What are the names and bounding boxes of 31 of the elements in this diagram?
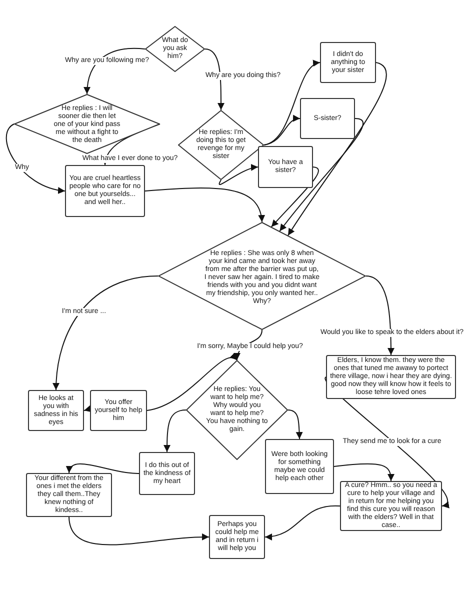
decision-diamond: [14, 94, 160, 154]
arrow: [84, 406, 92, 412]
process-box: [90, 390, 147, 431]
arrow: [288, 62, 387, 236]
process-box: [65, 165, 145, 217]
process-box: [265, 439, 334, 494]
arrow: [366, 276, 394, 356]
arrow: [68, 516, 210, 546]
process-box: [300, 98, 355, 139]
arrow: [264, 116, 300, 146]
process-box: [258, 146, 313, 188]
process-box: [320, 42, 376, 83]
arrow: [218, 164, 258, 185]
arrow: [6, 124, 66, 194]
process-box: [26, 473, 112, 517]
arrow: [288, 410, 303, 440]
arrow: [264, 505, 340, 540]
decision-diamond: [178, 110, 264, 180]
process-box: [209, 515, 265, 559]
arrow: [204, 48, 224, 110]
arrow: [67, 463, 140, 474]
arrow: [334, 463, 394, 482]
arrow: [144, 188, 264, 222]
arrow: [270, 166, 319, 228]
process-box: [139, 452, 195, 495]
arrow: [52, 276, 158, 390]
arrow: [84, 48, 146, 94]
decision-diamond: [158, 222, 366, 330]
arrow: [146, 354, 238, 411]
arrow: [279, 118, 364, 232]
arrow: [164, 410, 186, 452]
